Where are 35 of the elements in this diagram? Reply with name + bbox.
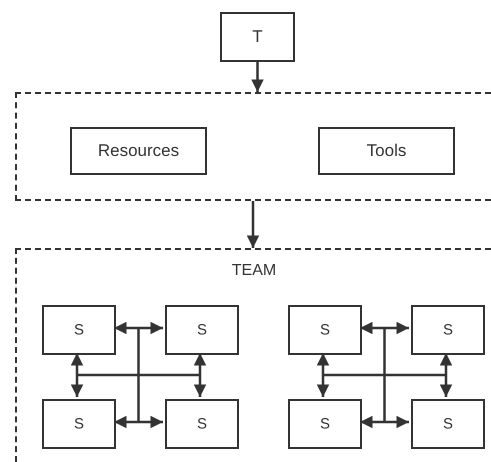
arrow [440,353,452,397]
process-box [318,127,455,175]
node-label: S [72,416,85,432]
dashed-container [15,92,491,201]
group-title: TEAM [230,262,278,280]
node-label: Tools [366,141,408,161]
process-box [411,399,485,449]
arrow [114,416,163,428]
node-label: S [196,322,208,338]
node-label: S [318,416,331,432]
arrow [194,353,206,397]
process-box [411,305,485,355]
process-box [42,305,116,355]
process-box [220,12,295,62]
arrow [251,62,264,92]
process-box [42,399,116,449]
node-label: S [318,322,331,338]
process-box [165,399,239,449]
node-label: S [72,322,85,338]
process-box [70,127,207,175]
node-label: S [442,416,454,432]
arrow [70,353,84,397]
arrow [114,322,163,334]
process-box [165,305,239,355]
arrow [360,322,409,334]
node-label: Resources [96,141,180,161]
node-label: S [196,416,208,432]
team-container [15,248,491,462]
process-box [288,305,362,355]
arrow [316,353,330,397]
arrow [360,416,409,428]
arrow [246,201,260,248]
node-label: S [442,322,454,338]
process-box [288,399,362,449]
node-label: T [251,27,264,47]
